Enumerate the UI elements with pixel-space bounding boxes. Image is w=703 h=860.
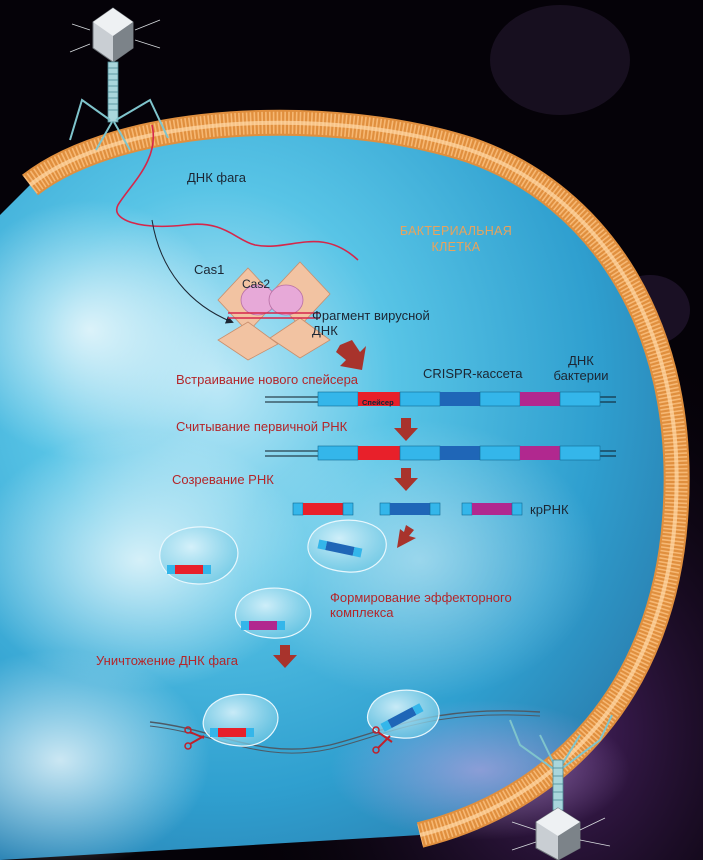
label-crispr-cassette: CRISPR-кассета [423,366,523,381]
label-phage-dna: ДНК фага [187,170,246,185]
phage-bottom [509,714,613,860]
label-fragment-line1: Фрагмент вирусной [312,308,430,323]
label-bacterial-cell: БАКТЕРИАЛЬНАЯ КЛЕТКА [395,223,517,255]
step-arrows [273,340,418,668]
bacterial-cell [0,109,690,860]
label-bacterial-cell-line2: КЛЕТКА [431,240,481,254]
phage-dna-cleavage [149,689,541,754]
crispr-array-insertion [265,391,616,407]
effector-complex-blue [307,519,387,573]
label-crRNA: крРНК [530,502,569,517]
label-bacterial-dna: ДНК бактерии [548,353,614,383]
step-maturation: Созревание РНК [172,472,274,487]
integration-arrow [151,219,234,324]
label-cas1: Cas1 [194,262,225,277]
step-insertion: Встраивание нового спейсера [176,372,359,387]
mature-crRNAs [292,502,523,516]
pre-crRNA [265,445,616,461]
label-spacer: Спейсер [362,398,394,407]
label-cas2: Cas2 [242,277,271,291]
label-fragment-line2: ДНК [312,323,338,338]
phage-top [69,7,169,151]
label-bacterial-dna-line1: ДНК [568,353,594,368]
step-transcription: Считывание первичной РНК [176,419,348,434]
effector-complex-red [159,526,239,585]
phage-dna-strand [115,124,359,261]
effector-complex-purple [235,587,312,639]
label-bacterial-cell-line1: БАКТЕРИАЛЬНАЯ [399,224,513,238]
step-effector-line2: комплекса [330,605,394,620]
step-effector: Формирование эффекторного комплекса [330,590,512,620]
step-destruction: Уничтожение ДНК фага [96,653,238,668]
cas-complex [217,261,331,361]
label-bacterial-dna-line2: бактерии [553,368,609,383]
step-effector-line1: Формирование эффекторного [330,590,512,605]
label-fragment: Фрагмент вирусной ДНК [312,308,430,338]
